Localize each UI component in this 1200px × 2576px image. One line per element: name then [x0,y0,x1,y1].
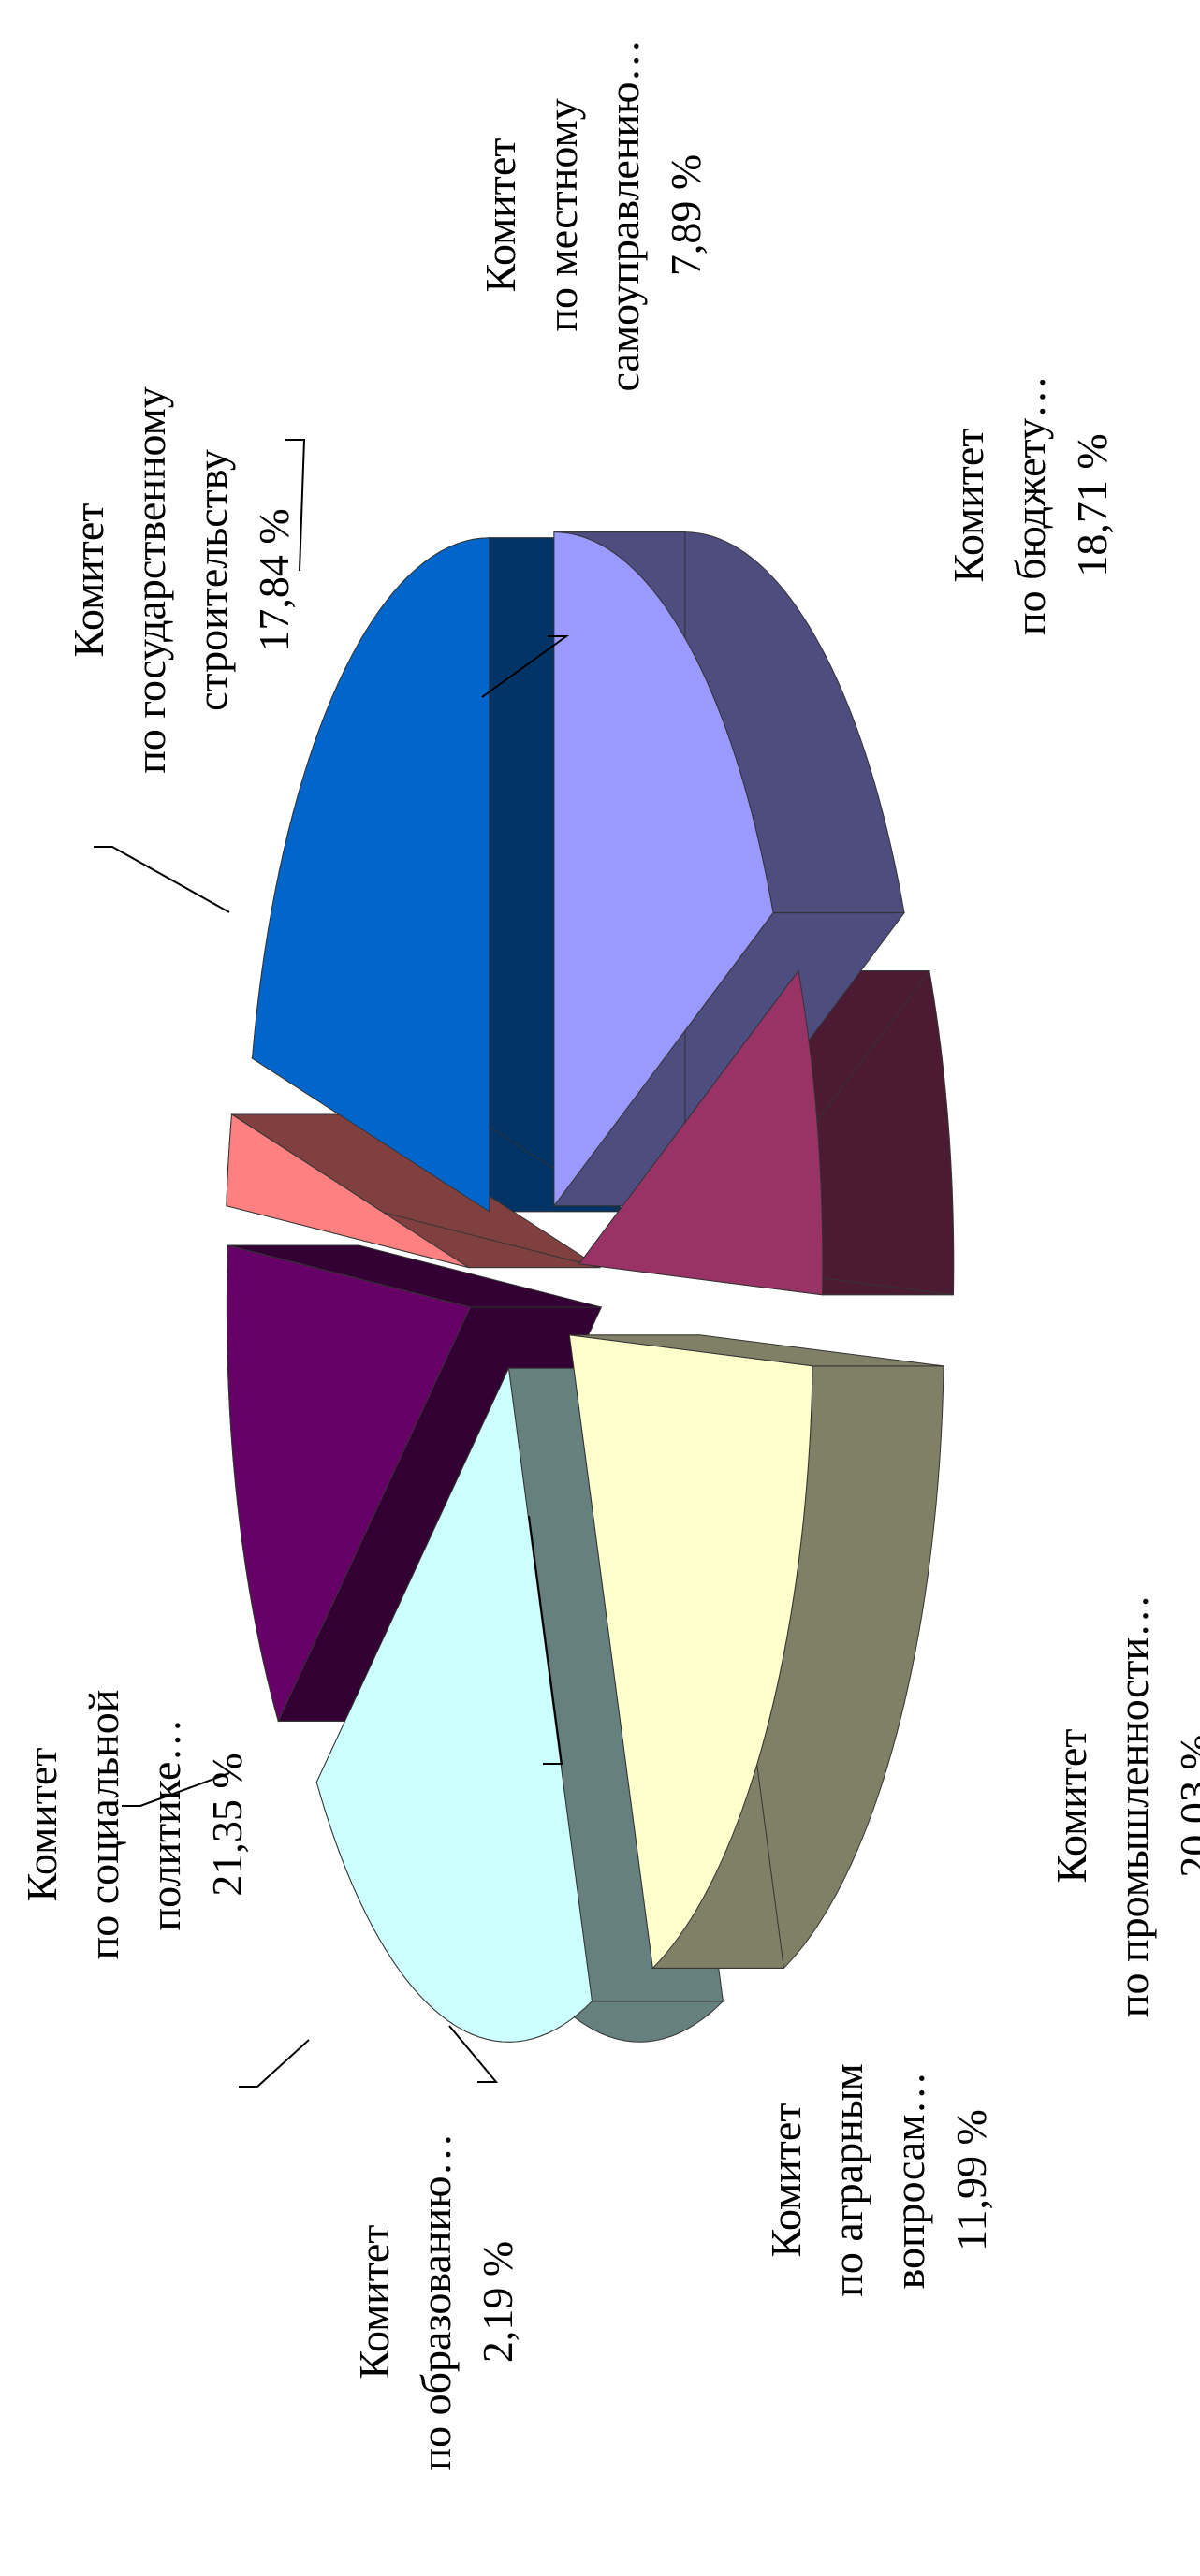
pie-slice-5 [578,969,824,1296]
slice-name-line-6-0: Комитет [65,503,112,658]
slice-percent-label-6: 17,84 % [250,508,298,651]
slice-name-line-0-2: политике… [141,1719,189,1931]
pie-slice-2 [226,1244,472,1723]
slice-percent-label-3: 20,03 % [1171,1734,1200,1877]
pie-slice-6 [553,531,774,1208]
slice-name-line-2-1: по аграрным [824,2063,871,2296]
slice-name-line-0-1: по социальной [80,1690,127,1960]
leader-lines [94,439,570,2088]
slice-name-line-0-0: Комитет [18,1748,66,1902]
leader-line-0 [122,1772,230,1807]
leader-line-4 [481,635,570,698]
slice-name-line-3-0: Комитет [1047,1729,1095,1884]
slice-name-line-6-2: строительству [188,449,236,711]
slice-percent-label-0: 21,35 % [203,1753,251,1896]
slice-name-line-4-0: Комитет [944,429,992,583]
slice-percent-label-5: 7,89 % [662,154,710,276]
slice-percent-label-1: 2,19 % [474,2241,521,2363]
slice-percent-label-4: 18,71 % [1068,433,1116,576]
leader-line-6 [94,846,230,913]
pie-slice-1 [226,1113,470,1269]
slice-name-line-1-0: Комитет [350,2225,398,2380]
slice-name-line-4-1: по бюджету… [1006,375,1054,635]
slice-name-line-2-2: вопросам… [885,2072,933,2290]
leader-line-2 [448,2025,499,2083]
slice-label-0: Комитет по социальной политике… 21,35 % [18,1690,251,1960]
slice-label-6: Комитет по государственному строительству 1… [65,386,298,774]
slice-name-line-3-1: по промышленности… [1109,1594,1157,2017]
pie-slice-0 [251,537,490,1213]
slice-label-5: Комитет по местному самоуправлению… 7,89 % [476,39,710,392]
leader-line-1 [239,2039,310,2088]
slice-label-4: Комитет по бюджету… 18,71 % [944,375,1116,635]
slice-name-line-1-1: по образованию… [412,2133,460,2471]
pie-slice-4 [568,1334,813,1970]
slice-percent-label-2: 11,99 % [947,2109,995,2251]
slice-name-line-2-0: Комитет [762,2103,810,2258]
pie-slice-3 [315,1366,593,2043]
slice-label-1: Комитет по образованию… 2,19 % [350,2133,521,2471]
slice-name-line-5-1: по местному [538,98,586,331]
slice-name-line-5-2: самоуправлению… [600,39,648,392]
pie-body [226,531,955,2043]
leader-line-3 [528,1515,563,1765]
leader-line-5 [285,439,306,572]
slice-label-2: Комитет по аграрным вопросам… 11,99 % [762,2063,995,2296]
slice-name-line-5-0: Комитет [476,138,524,293]
slice-label-3: Комитет по промышленности… 20,03 % [1047,1594,1200,2017]
slice-name-line-6-1: по государственному [126,386,174,774]
